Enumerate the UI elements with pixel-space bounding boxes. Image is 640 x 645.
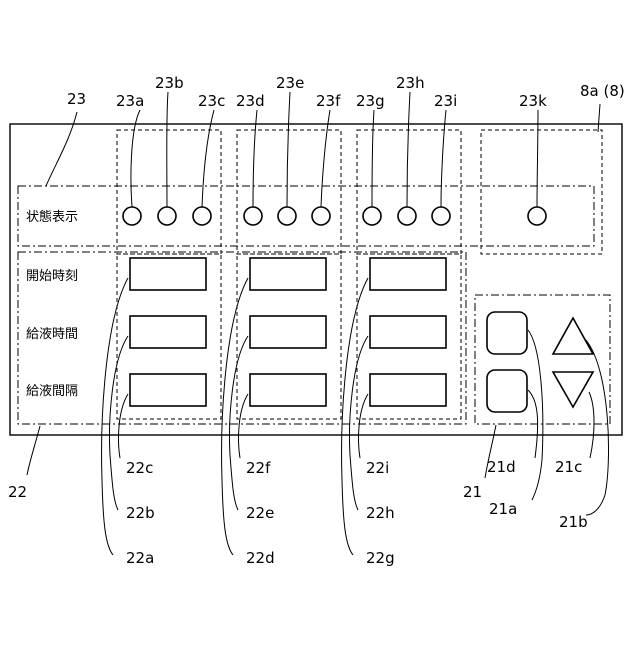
ref-23b: 23b (155, 74, 184, 92)
ref-23c: 23c (198, 92, 225, 110)
ref-23e: 23e (276, 74, 304, 92)
led-group-box-1 (117, 130, 221, 254)
led-group-box-4 (481, 130, 602, 254)
ref-23: 23 (67, 90, 86, 108)
ref-22f: 22f (246, 459, 271, 477)
display-22i (370, 374, 446, 406)
ref-22h: 22h (366, 504, 395, 522)
ref-21: 21 (463, 483, 482, 501)
ref-23g: 23g (356, 92, 385, 110)
led-23c (193, 207, 211, 225)
led-23b (158, 207, 176, 225)
ref-22b: 22b (126, 504, 155, 522)
ref-22d: 22d (246, 549, 275, 567)
supply-duration-label: 給液時間 (26, 327, 78, 342)
ref-21c: 21c (555, 458, 582, 476)
ref-23k: 23k (519, 92, 547, 110)
led-23e (278, 207, 296, 225)
select-button-21a[interactable] (487, 312, 527, 354)
ref-23h: 23h (396, 74, 425, 92)
ref-22g: 22g (366, 549, 395, 567)
ref-21b: 21b (559, 513, 588, 531)
status-display-area (18, 186, 594, 246)
led-23a (123, 207, 141, 225)
ref-23i: 23i (434, 92, 457, 110)
display-22a (130, 258, 206, 290)
ref-22: 22 (8, 483, 27, 501)
display-22g (370, 258, 446, 290)
supply-interval-label: 給液間隔 (26, 384, 78, 399)
ref-23f: 23f (316, 92, 341, 110)
led-23i (432, 207, 450, 225)
ref-22c: 22c (126, 459, 153, 477)
ref-22i: 22i (366, 459, 389, 477)
led-23g (363, 207, 381, 225)
display-22d (250, 258, 326, 290)
up-arrow-button-21b[interactable] (553, 318, 593, 354)
set-button-21d[interactable] (487, 370, 527, 412)
down-arrow-button-21c[interactable] (553, 372, 593, 407)
display-22b (130, 316, 206, 348)
ref-22a: 22a (126, 549, 154, 567)
led-23k (528, 207, 546, 225)
ref-21d: 21d (487, 458, 516, 476)
display-22c (130, 374, 206, 406)
ref-23d: 23d (236, 92, 265, 110)
status-display-label: 状態表示 (26, 209, 78, 225)
led-23d (244, 207, 262, 225)
led-23h (398, 207, 416, 225)
display-22f (250, 374, 326, 406)
ref-22e: 22e (246, 504, 274, 522)
ref-8a: 8a (8) (580, 82, 625, 100)
display-22h (370, 316, 446, 348)
ref-23a: 23a (116, 92, 144, 110)
start-time-label: 開始時刻 (26, 269, 78, 284)
display-22e (250, 316, 326, 348)
ref-21a: 21a (489, 500, 517, 518)
led-23f (312, 207, 330, 225)
